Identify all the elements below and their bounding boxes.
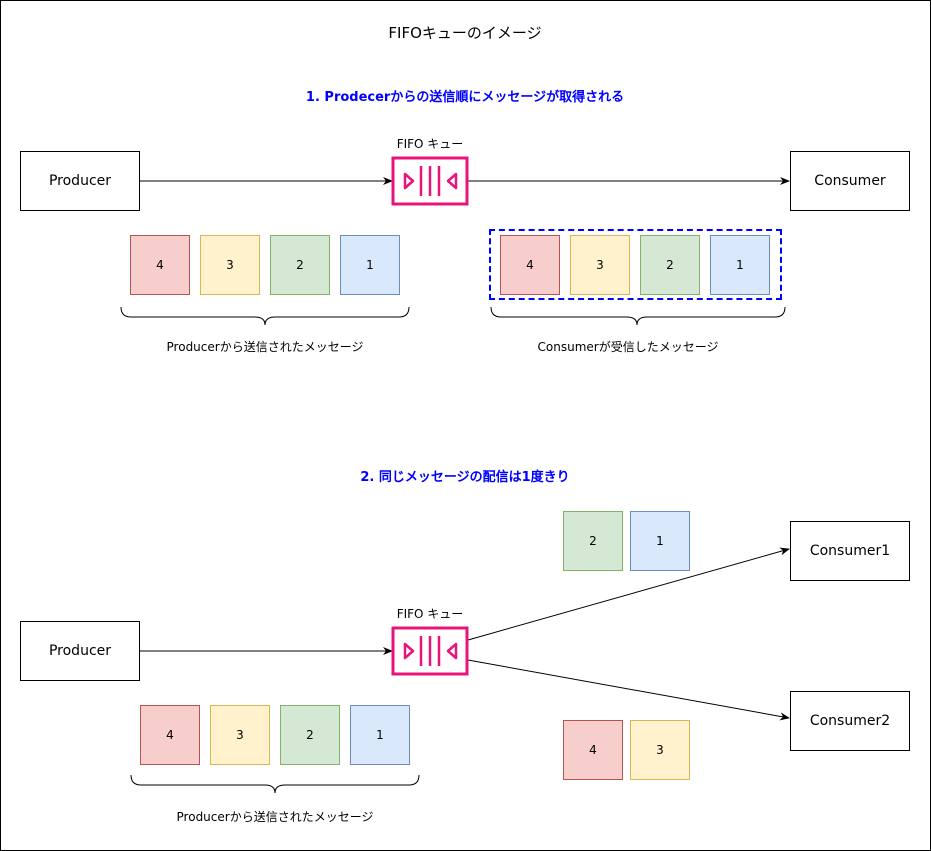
- brace-producer-messages-2: [130, 774, 420, 794]
- message-4: 4: [500, 235, 560, 295]
- queue-label: FIFO キュー: [396, 137, 464, 151]
- message-2: 2: [640, 235, 700, 295]
- message-3: 3: [210, 705, 270, 765]
- message-4: 4: [130, 235, 190, 295]
- message-2: 2: [563, 511, 623, 571]
- message-2: 2: [270, 235, 330, 295]
- consumer-box: Consumer: [790, 151, 910, 211]
- message-1: 1: [350, 705, 410, 765]
- message-4: 4: [140, 705, 200, 765]
- brace-producer-messages-1: [120, 306, 410, 326]
- brace-consumer-messages-1: [490, 306, 786, 326]
- diagram-title: FIFOキューのイメージ: [388, 24, 542, 42]
- section2-heading: 2. 同じメッセージの配信は1度きり: [360, 470, 570, 485]
- message-2: 2: [280, 705, 340, 765]
- consumer-messages-caption: Consumerが受信したメッセージ: [537, 340, 719, 354]
- message-3: 3: [200, 235, 260, 295]
- queue-label: FIFO キュー: [396, 607, 464, 621]
- producer-box: Producer: [20, 151, 140, 211]
- producer-messages-caption: Producerから送信されたメッセージ: [176, 810, 374, 824]
- message-4: 4: [563, 720, 623, 780]
- message-3: 3: [630, 720, 690, 780]
- message-3: 3: [570, 235, 630, 295]
- arrow-queue-to-consumer1: [467, 547, 790, 641]
- arrow-queue-to-consumer2: [467, 659, 790, 721]
- message-1: 1: [340, 235, 400, 295]
- producer-box: Producer: [20, 621, 140, 681]
- received-messages-highlight: [489, 229, 782, 300]
- producer-messages-caption: Producerから送信されたメッセージ: [166, 340, 364, 354]
- consumer2-box: Consumer2: [790, 691, 910, 751]
- message-1: 1: [710, 235, 770, 295]
- sqs-queue-icon: [391, 156, 469, 206]
- message-1: 1: [630, 511, 690, 571]
- consumer1-box: Consumer1: [790, 521, 910, 581]
- section1-heading: 1. Prodecerからの送信順にメッセージが取得される: [305, 90, 625, 105]
- sqs-queue-icon: [391, 626, 469, 676]
